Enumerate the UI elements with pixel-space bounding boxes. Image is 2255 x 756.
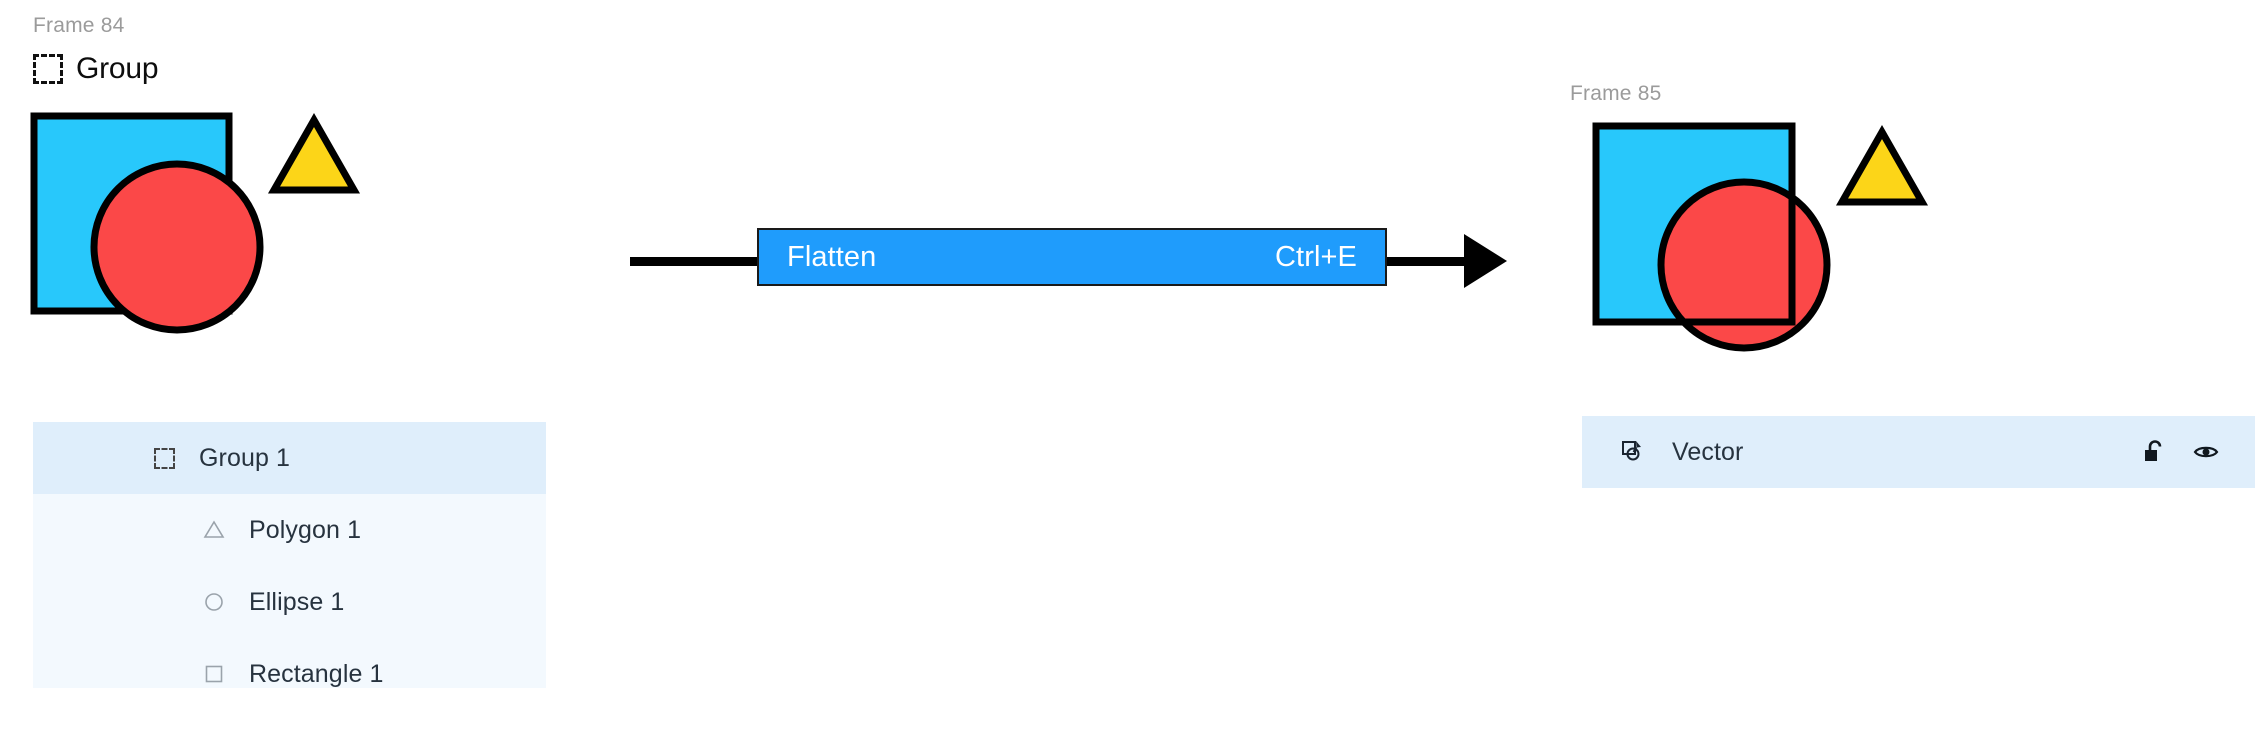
shape-rectangle-outline-overlay [1592, 122, 1796, 326]
group-header-label: Group [76, 52, 159, 85]
layer-label: Rectangle 1 [249, 659, 384, 688]
arrow-line-left [630, 257, 760, 266]
layer-label: Vector [1672, 437, 1744, 466]
vector-union-icon [1620, 439, 1646, 465]
flatten-menu-label: Flatten [787, 240, 877, 273]
frame-caption-after: Frame 85 [1570, 82, 1662, 105]
unlock-icon[interactable] [2141, 439, 2167, 465]
layers-panel-before: Group 1 Polygon 1 Ellipse 1 Rectangle 1 [33, 422, 546, 688]
square-icon [201, 661, 227, 687]
layer-row-group-1[interactable]: Group 1 [33, 422, 546, 494]
circle-icon [201, 589, 227, 615]
shape-triangle-after [1835, 124, 1929, 206]
shape-circle-before [90, 160, 264, 334]
artwork-before [20, 100, 361, 390]
artwork-after [1582, 110, 1929, 410]
layer-label: Polygon 1 [249, 515, 362, 544]
layer-label: Ellipse 1 [249, 587, 345, 616]
layer-row-polygon-1[interactable]: Polygon 1 [33, 494, 546, 566]
shape-circle-after [1657, 178, 1831, 352]
flatten-menu-item[interactable]: Flatten Ctrl+E [757, 228, 1387, 286]
shape-triangle-before [267, 112, 361, 194]
right-arrow-icon [1464, 234, 1507, 288]
eye-icon[interactable] [2193, 439, 2219, 465]
layer-label: Group 1 [199, 443, 291, 472]
group-header[interactable]: Group [33, 52, 159, 86]
flatten-menu-shortcut: Ctrl+E [1275, 240, 1357, 273]
layer-row-ellipse-1[interactable]: Ellipse 1 [33, 566, 546, 638]
arrow-line-right [1387, 257, 1472, 266]
group-dashed-icon [33, 54, 63, 84]
layer-row-vector[interactable]: Vector [1582, 416, 2255, 488]
layer-row-rectangle-1[interactable]: Rectangle 1 [33, 638, 546, 688]
frame-caption-before: Frame 84 [33, 14, 125, 37]
group-dashed-icon [151, 445, 177, 471]
triangle-icon [201, 517, 227, 543]
